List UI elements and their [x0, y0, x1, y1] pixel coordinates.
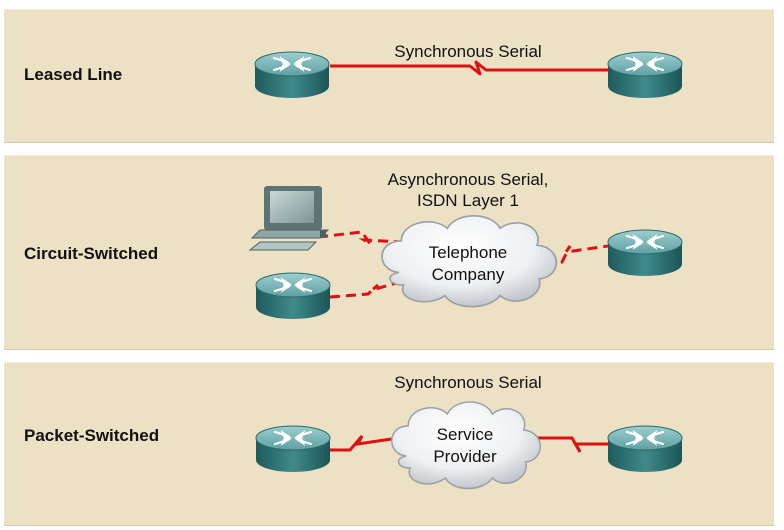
- dial-link-computer: [317, 230, 403, 246]
- router-icon: [606, 228, 684, 278]
- telephone-company-line1: Telephone: [428, 243, 508, 262]
- leased-line-label: Leased Line: [24, 65, 123, 84]
- leased-line-link-label: Synchronous Serial: [394, 42, 542, 61]
- packet-link-label: Synchronous Serial: [394, 373, 542, 392]
- service-provider-line2: Provider: [433, 447, 497, 466]
- synchronous-serial-link: [330, 60, 608, 76]
- dial-link-remote-router: [544, 244, 609, 267]
- telephone-company-line2: Company: [431, 265, 505, 284]
- circuit-switched-label: Circuit-Switched: [24, 244, 159, 263]
- circuit-link-label-line2: ISDN Layer 1: [416, 191, 520, 210]
- packet-switched-label: Packet-Switched: [24, 426, 160, 445]
- router-icon: [254, 424, 332, 474]
- router-icon: [254, 271, 332, 321]
- router-icon: [606, 424, 684, 474]
- circuit-link-label-line1: Asynchronous Serial,: [387, 170, 549, 189]
- router-icon: [253, 50, 331, 100]
- synchronous-serial-link-right: [535, 436, 608, 453]
- computer-icon: [248, 186, 330, 251]
- router-icon: [606, 50, 684, 100]
- synchronous-serial-link-left: [330, 435, 399, 452]
- service-provider-line1: Service: [436, 425, 494, 444]
- dial-link-router: [329, 280, 401, 299]
